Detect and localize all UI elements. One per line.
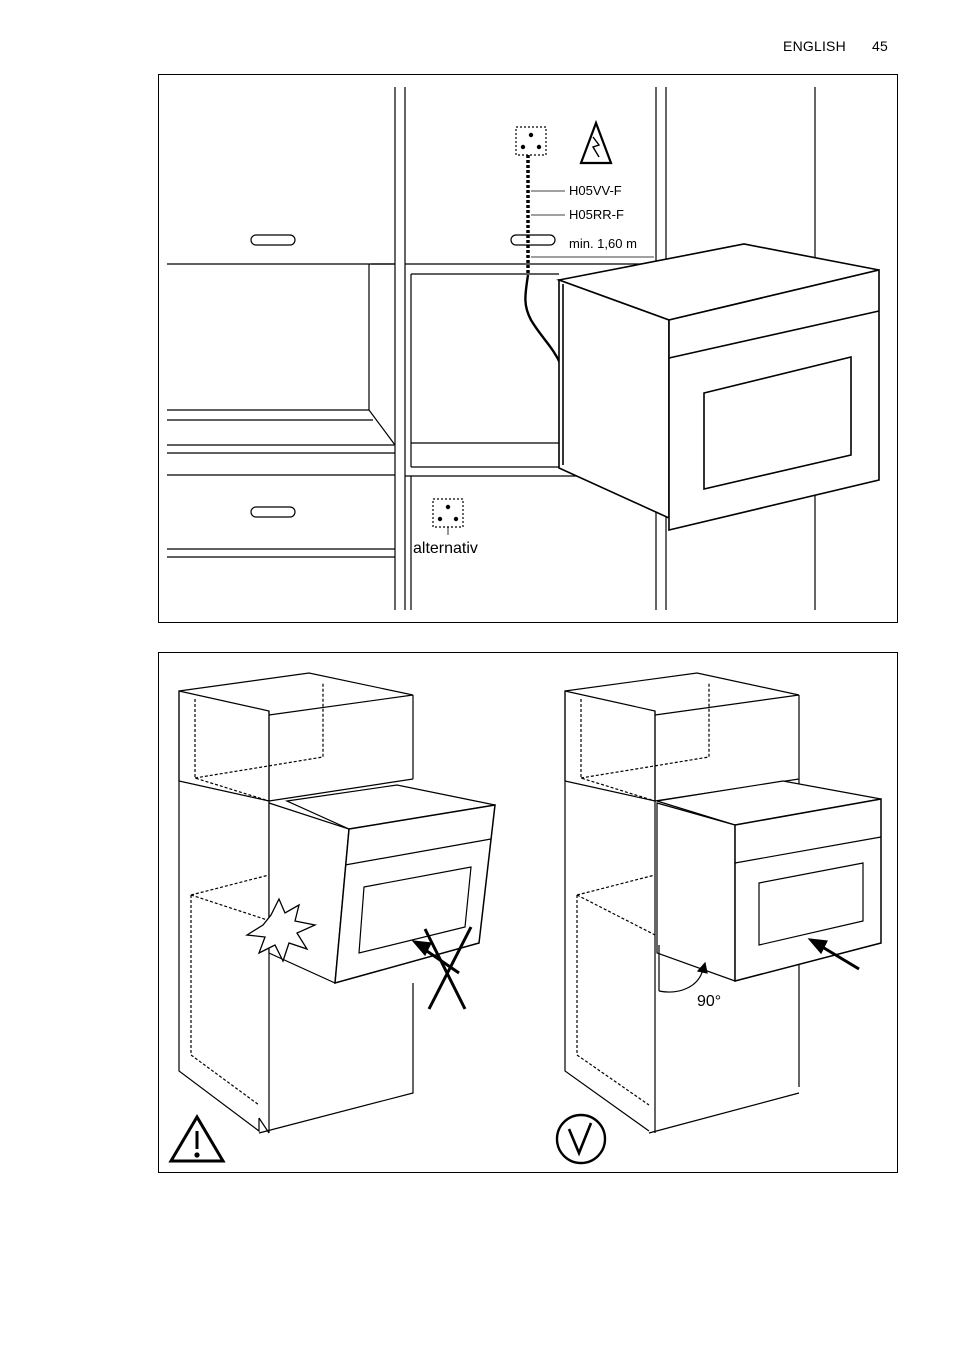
installation-illustration <box>159 653 899 1174</box>
electric-socket-alt-icon <box>433 499 463 527</box>
warning-triangle-icon <box>171 1117 223 1161</box>
cable-label-h05rr: H05RR-F <box>569 207 624 222</box>
angle-label: 90° <box>697 993 721 1011</box>
electric-socket-icon <box>516 127 546 155</box>
socket-alternative-label: alternativ <box>413 540 478 558</box>
cabinet-illustration <box>159 75 899 624</box>
figure-electrical-connection: H05VV-F H05RR-F min. 1,60 m alternativ <box>158 74 898 623</box>
check-circle-icon <box>557 1115 605 1163</box>
high-voltage-warning-icon <box>581 123 611 163</box>
cabinet-wrong-illustration <box>171 673 495 1161</box>
figure-installation-angle: 90° <box>158 652 898 1173</box>
cable-label-h05vv: H05VV-F <box>569 183 622 198</box>
language-label: ENGLISH <box>783 38 846 54</box>
oven-illustration <box>559 244 879 530</box>
page-number: 45 <box>872 38 888 54</box>
page-header: ENGLISH 45 <box>783 38 888 54</box>
height-label: min. 1,60 m <box>569 236 637 251</box>
cabinet-correct-illustration <box>557 673 881 1163</box>
